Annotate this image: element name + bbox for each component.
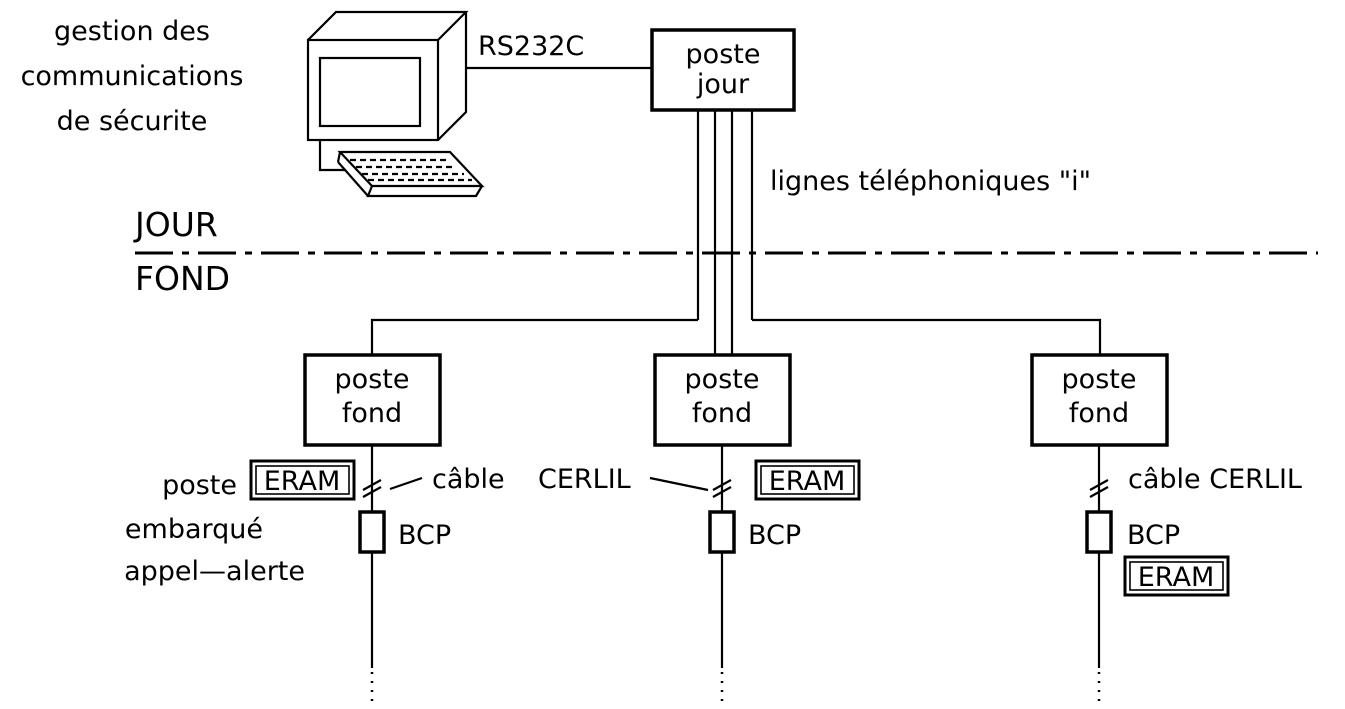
title-line-1: gestion des <box>54 16 210 47</box>
cerlil-cables <box>362 445 1109 668</box>
cable-label-1: câble <box>432 464 505 495</box>
lignes-label: lignes téléphoniques "i" <box>770 166 1091 197</box>
cable-label-3: câble CERLIL <box>1128 464 1302 495</box>
bcp-label-3: BCP <box>1127 520 1180 551</box>
poste-embarque-label: poste embarqué appel—alerte <box>124 470 305 587</box>
poste-jour: poste jour <box>650 28 796 112</box>
poste-embarque-line1: poste <box>162 470 237 501</box>
title-block: gestion des communications de sécurite <box>21 16 244 137</box>
eram-2-label: ERAM <box>769 466 846 497</box>
poste-fond-1-line2: fond <box>342 398 402 429</box>
eram-3: ERAM <box>1123 555 1230 597</box>
poste-jour-line1: poste <box>686 39 761 70</box>
poste-embarque-line3: appel—alerte <box>124 556 305 587</box>
title-line-3: de sécurite <box>57 106 208 137</box>
bcp-label-1: BCP <box>398 520 451 551</box>
poste-embarque-line2: embarqué <box>125 514 263 545</box>
eram-2: ERAM <box>754 459 861 501</box>
continuation-dots <box>370 672 1101 705</box>
poste-fond-2-line1: poste <box>685 364 760 395</box>
eram-1-label: ERAM <box>264 466 341 497</box>
poste-fond-2: poste fond <box>653 353 792 447</box>
zone-fond-label: FOND <box>135 259 230 298</box>
surface-underground-boundary: JOUR FOND <box>133 205 1318 298</box>
poste-fond-2-line2: fond <box>692 398 752 429</box>
eram-3-label: ERAM <box>1138 562 1215 593</box>
bcp-boxes <box>358 510 1113 554</box>
poste-fond-3-line1: poste <box>1062 364 1137 395</box>
poste-fond-1: poste fond <box>303 353 442 447</box>
zone-jour-label: JOUR <box>133 205 218 244</box>
poste-fond-3-line2: fond <box>1069 398 1129 429</box>
poste-fond-3: poste fond <box>1030 353 1169 447</box>
eram-1: ERAM <box>249 459 356 501</box>
poste-fond-1-line1: poste <box>335 364 410 395</box>
cerlil-label-2: CERLIL <box>538 464 631 495</box>
telephone-lines <box>370 110 1102 355</box>
title-line-2: communications <box>21 61 244 92</box>
rs232-label: RS232C <box>478 31 584 62</box>
poste-jour-line2: jour <box>696 69 750 100</box>
bcp-label-2: BCP <box>748 520 801 551</box>
computer-terminal-icon <box>306 10 485 198</box>
